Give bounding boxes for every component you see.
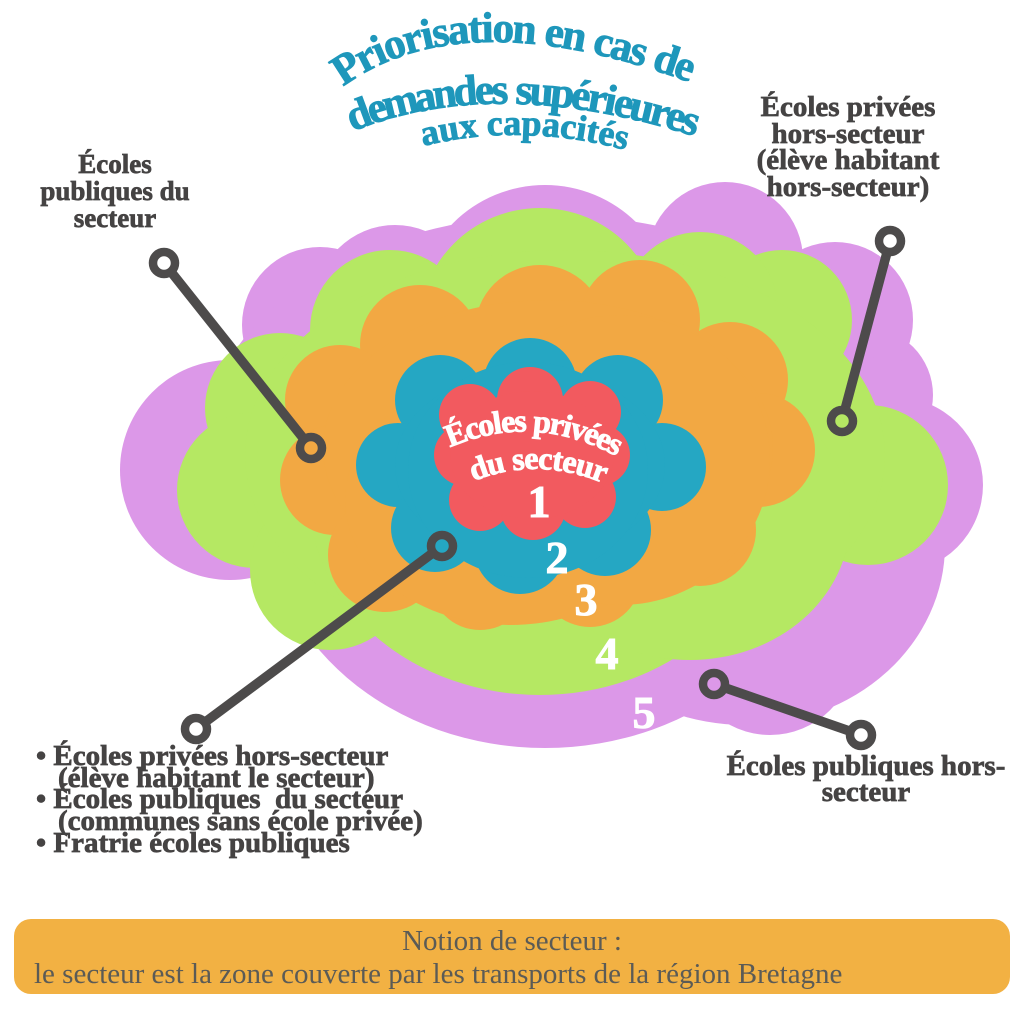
- svg-text:a: a: [445, 6, 471, 55]
- svg-text:p: p: [548, 69, 577, 118]
- svg-text:1: 1: [528, 476, 551, 527]
- svg-text:e: e: [474, 67, 495, 115]
- svg-text:e: e: [499, 403, 516, 440]
- svg-text:p: p: [532, 403, 553, 441]
- svg-text:2: 2: [546, 532, 569, 583]
- svg-text:s: s: [510, 440, 526, 477]
- svg-text:a: a: [541, 104, 562, 145]
- svg-text:n: n: [511, 5, 539, 54]
- svg-text:c: c: [486, 103, 504, 144]
- svg-text:p: p: [521, 103, 543, 144]
- svg-text:4: 4: [596, 628, 619, 679]
- svg-text:i: i: [481, 5, 494, 52]
- svg-text:3: 3: [575, 574, 598, 625]
- svg-text:o: o: [474, 405, 497, 444]
- svg-text:r: r: [547, 405, 567, 443]
- svg-text:5: 5: [633, 687, 656, 738]
- svg-text:s: s: [515, 67, 534, 115]
- svg-text:n: n: [430, 69, 460, 119]
- svg-text:c: c: [558, 106, 579, 148]
- svg-text:o: o: [492, 5, 515, 53]
- svg-text:a: a: [503, 103, 521, 143]
- svg-text:s: s: [514, 402, 527, 438]
- svg-text:u: u: [528, 67, 555, 116]
- svg-text:x: x: [457, 105, 480, 147]
- svg-text:t: t: [467, 5, 484, 53]
- svg-text:e: e: [524, 440, 539, 476]
- svg-text:c: c: [537, 440, 553, 477]
- svg-text:s: s: [492, 67, 509, 114]
- svg-text:d: d: [452, 67, 480, 116]
- svg-text:n: n: [559, 11, 591, 62]
